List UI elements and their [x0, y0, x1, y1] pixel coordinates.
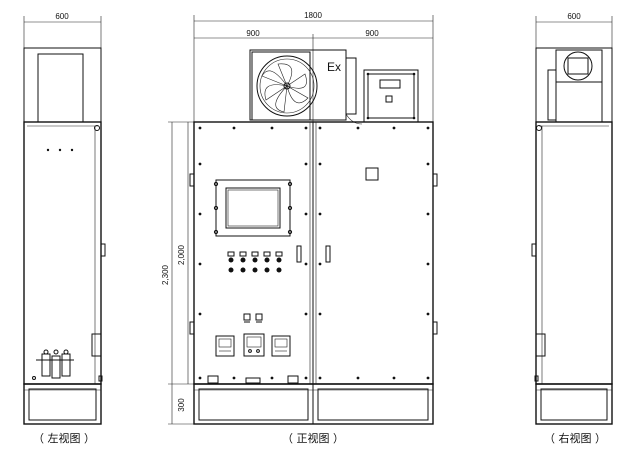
- left-filter-regulator: [32, 349, 74, 380]
- right-hinge-lower: [535, 333, 546, 357]
- left-door-handle: [296, 245, 302, 263]
- front-base-height-label: 300: [177, 398, 186, 412]
- left-width-label: 600: [55, 12, 69, 21]
- front-width-dimensions: 1800 900 900: [193, 11, 434, 122]
- front-hinge-upper-right: [432, 173, 438, 187]
- front-hinge-lower-left: [189, 321, 195, 335]
- right-hinge-upper: [531, 243, 537, 257]
- left-top-unit: [37, 53, 84, 123]
- right-door-indicator: [365, 167, 379, 181]
- front-right-half-label: 900: [365, 29, 379, 38]
- left-hinge-lower: [91, 333, 102, 357]
- left-width-dimension: 600: [23, 12, 102, 48]
- front-total-height-label: 2,300: [161, 264, 170, 285]
- door-bolts: [198, 126, 430, 380]
- air-conditioner-unit: Ex: [249, 49, 363, 125]
- front-view-caption: （ 正视图 ）: [282, 431, 344, 445]
- right-view-caption: （ 右视图 ）: [544, 431, 606, 445]
- right-view: 600 （ 右视图 ）: [531, 12, 613, 445]
- right-top-box: [555, 49, 603, 83]
- indicator-lamps: [227, 251, 283, 273]
- left-base: [23, 383, 102, 425]
- panel-meters: [215, 333, 291, 357]
- front-hinge-upper-left: [189, 173, 195, 187]
- left-cabinet-body: [23, 121, 102, 385]
- front-hinge-lower-right: [432, 321, 438, 335]
- observation-window: [213, 179, 293, 237]
- left-hinge-upper: [100, 243, 106, 257]
- selector-switches: [243, 313, 263, 323]
- front-upper-height-label: 2,000: [177, 244, 186, 265]
- cable-glands: [207, 375, 299, 384]
- right-base: [535, 383, 613, 425]
- left-view-caption: （ 左视图 ）: [33, 431, 95, 445]
- explosion-proof-box: [363, 69, 419, 123]
- right-top-housing: [535, 47, 613, 123]
- right-door-handle: [325, 245, 331, 263]
- left-top-housing: [23, 47, 102, 123]
- fan-guard: [251, 51, 311, 121]
- right-width-dimension: 600: [535, 12, 613, 48]
- right-cabinet-body: [535, 121, 613, 385]
- ex-mark: Ex: [327, 60, 341, 74]
- front-view: 1800 900 900 2,300 2,000 300: [161, 11, 438, 445]
- right-width-label: 600: [567, 12, 581, 21]
- front-left-half-label: 900: [246, 29, 260, 38]
- front-height-dimensions: 2,300 2,000 300: [161, 121, 198, 425]
- fan-icon: [256, 55, 318, 117]
- left-view: 600 （ 左视图 ）: [23, 12, 106, 445]
- front-total-width-label: 1800: [304, 11, 322, 20]
